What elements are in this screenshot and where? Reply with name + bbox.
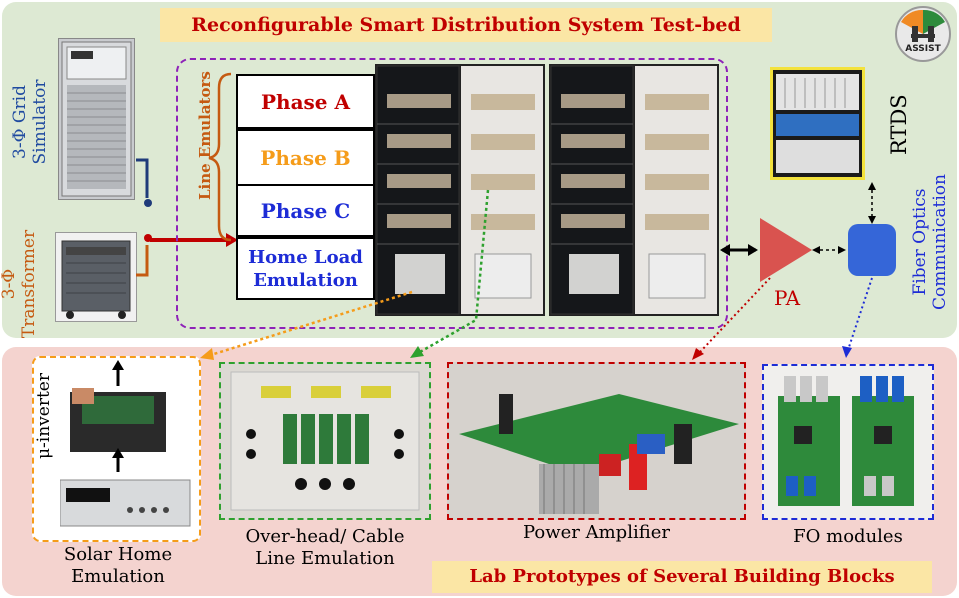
phase-c-box: Phase C xyxy=(236,184,375,237)
overhead-line-graphic xyxy=(230,371,420,511)
pa-label: PA xyxy=(773,286,801,310)
grid-simulator-photo xyxy=(58,38,135,200)
phase-c-label: Phase C xyxy=(260,198,351,223)
overhead-line2: Line Emulation xyxy=(255,548,395,569)
fo-modules-photo xyxy=(762,364,934,520)
rack-photo-left xyxy=(375,64,545,316)
phase-a-box: Phase A xyxy=(236,74,375,129)
logo-graphic xyxy=(901,9,945,42)
bottom-title: Lab Prototypes of Several Building Block… xyxy=(432,561,932,593)
fiber-optics-label: Fiber Optics Communication xyxy=(910,162,954,322)
power-amplifier-caption: Power Amplifier xyxy=(523,522,670,543)
solar-home-caption: Solar Home Emulation xyxy=(28,544,208,588)
rack-right-graphic xyxy=(550,65,717,315)
solar-line2: Emulation xyxy=(71,566,165,587)
page-title: Reconfigurable Smart Distribution System… xyxy=(160,8,772,42)
grid-simulator-graphic xyxy=(61,41,132,197)
solar-line1: Solar Home xyxy=(63,544,173,565)
home-load-box: Home Load Emulation xyxy=(236,237,375,300)
overhead-caption: Over-head/ Cable Line Emulation xyxy=(210,526,440,570)
phase-b-box: Phase B xyxy=(236,129,375,186)
line-emulators-brace xyxy=(208,72,232,242)
home-load-line2: Emulation xyxy=(253,269,358,291)
fo-modules-caption: FO modules xyxy=(793,526,903,547)
power-amplifier-graphic xyxy=(459,394,739,514)
fo-modules-graphic xyxy=(778,376,914,506)
test-bed-enclosure xyxy=(176,58,728,329)
power-amplifier-photo xyxy=(447,362,746,520)
micro-inverter-label: μ-inverter xyxy=(34,373,54,459)
pa-triangle xyxy=(760,218,812,282)
transformer-graphic xyxy=(61,240,131,319)
transformer-photo xyxy=(55,232,137,322)
phase-b-label: Phase B xyxy=(260,145,351,170)
assist-logo: ASSIST xyxy=(895,6,951,62)
fiber-line1: Fiber Optics xyxy=(910,188,930,296)
rack-left-graphic xyxy=(376,65,543,315)
logo-text: ASSIST xyxy=(905,44,941,54)
home-load-line1: Home Load xyxy=(248,246,363,268)
fiber-line2: Communication xyxy=(930,174,950,310)
overhead-line-photo xyxy=(219,362,431,520)
overhead-line1: Over-head/ Cable xyxy=(245,526,405,547)
rtds-photo xyxy=(770,67,865,180)
micro-inverter-graphic xyxy=(60,360,191,527)
fo-square xyxy=(848,224,896,276)
rack-photo-right xyxy=(549,64,719,316)
rtds-graphic xyxy=(776,74,859,173)
phase-a-label: Phase A xyxy=(260,89,350,114)
